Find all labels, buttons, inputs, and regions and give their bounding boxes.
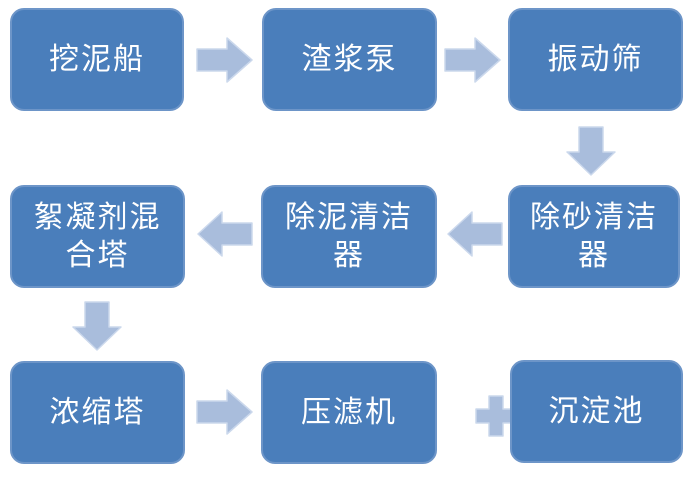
node-filter-press: 压滤机: [261, 361, 437, 464]
node-slurry-pump: 渣浆泵: [262, 8, 437, 111]
node-mud-removal-cleaner: 除泥清洁 器: [261, 185, 437, 288]
node-sedimentation-pond: 沉淀池: [510, 360, 683, 463]
node-label: 沉淀池: [548, 394, 645, 428]
arrow-left-icon: [447, 211, 503, 257]
plus-icon: [475, 395, 517, 437]
node-label: 除砂清洁 器: [530, 200, 658, 272]
node-label: 浓缩塔: [49, 395, 146, 429]
node-label: 渣浆泵: [301, 42, 398, 76]
node-label: 振动筛: [547, 42, 644, 76]
arrow-down-icon: [566, 126, 616, 176]
node-label: 絮凝剂混 合塔: [33, 200, 162, 272]
arrow-right-icon: [196, 389, 253, 435]
node-label: 压滤机: [301, 395, 397, 429]
node-thickening-tower: 浓缩塔: [10, 361, 185, 464]
node-dredger: 挖泥船: [10, 8, 184, 111]
arrow-right-icon: [196, 37, 253, 83]
arrow-down-icon: [72, 301, 122, 351]
node-vibrating-screen: 振动筛: [508, 8, 683, 111]
arrow-right-icon: [444, 37, 501, 83]
node-sand-removal-cleaner: 除砂清洁 器: [508, 185, 680, 288]
node-label: 挖泥船: [49, 42, 145, 76]
node-flocculant-mixing-tower: 絮凝剂混 合塔: [10, 185, 185, 288]
arrow-left-icon: [197, 211, 253, 257]
node-label: 除泥清洁 器: [285, 200, 413, 272]
